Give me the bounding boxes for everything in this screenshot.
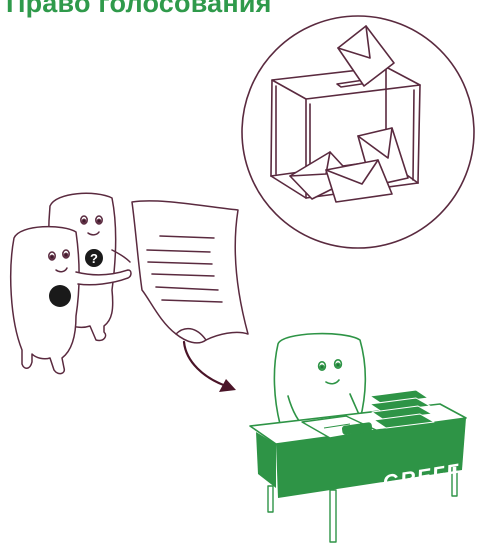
ballot-box-medallion [242,16,474,248]
arrow-icon [184,342,236,392]
document-icon [132,201,248,343]
black-dot-icon [49,285,71,307]
svg-text:?: ? [90,251,98,266]
